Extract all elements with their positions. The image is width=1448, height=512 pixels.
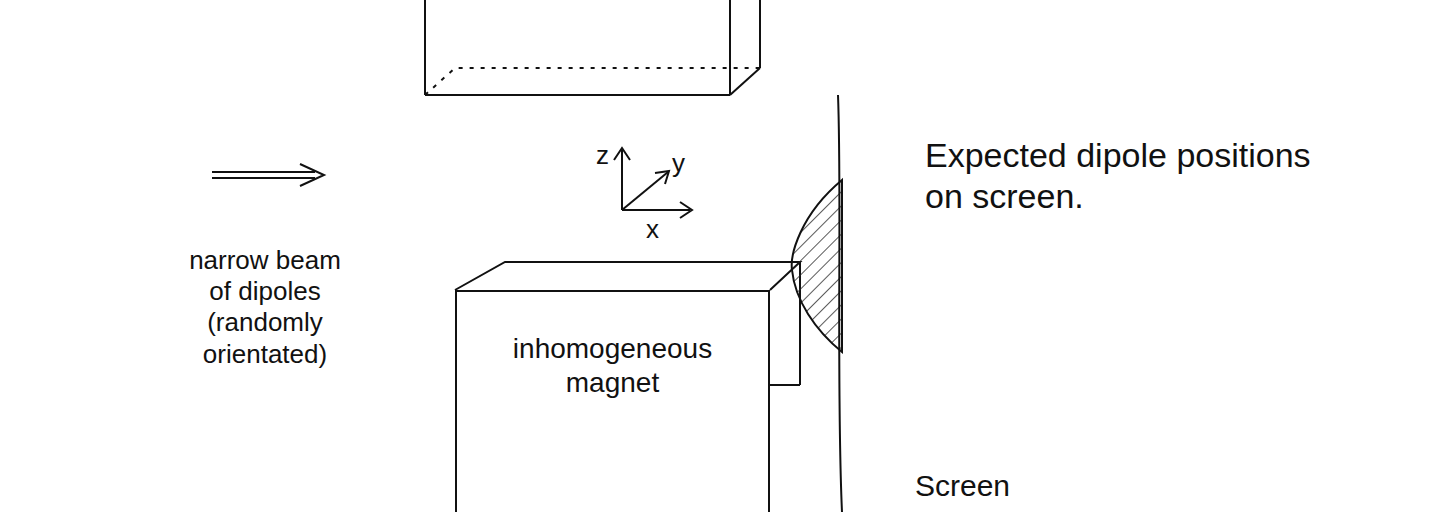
axis-label: y xyxy=(672,148,692,179)
screen-note: Expected dipole positions on screen. xyxy=(925,135,1345,217)
magnet-label: inhomogeneous magnet xyxy=(493,292,733,399)
magnet-box: inhomogeneous magnet xyxy=(455,290,770,512)
upper-magnet xyxy=(425,0,760,95)
axes xyxy=(614,148,692,218)
axis-label: x xyxy=(646,214,666,245)
axis-label: z xyxy=(596,140,616,171)
lower-magnet-3d xyxy=(455,262,800,385)
beam-arrow xyxy=(212,164,324,186)
screen-label: Screen xyxy=(915,468,1115,504)
beam-label: narrow beam of dipoles (randomly orienta… xyxy=(175,245,355,370)
screen xyxy=(792,95,842,512)
